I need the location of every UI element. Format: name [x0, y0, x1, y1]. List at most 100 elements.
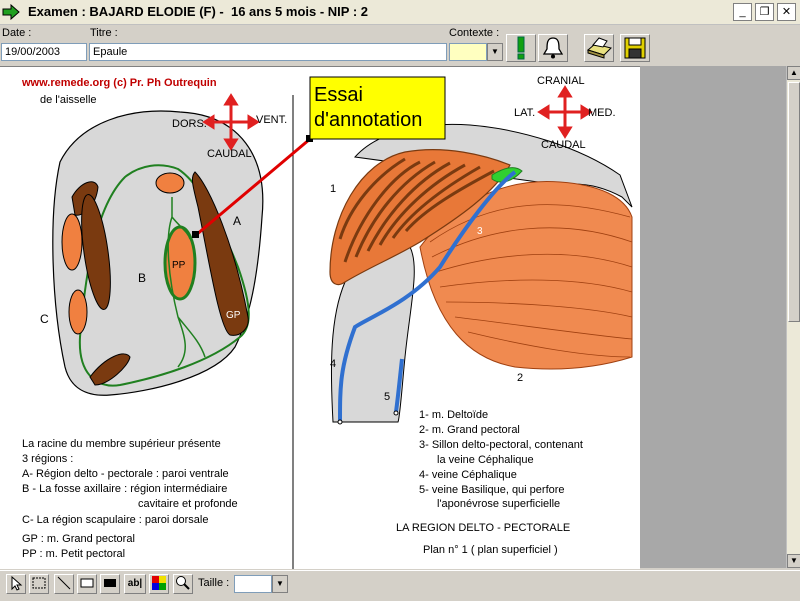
color-palette-icon: [152, 576, 166, 590]
save-button[interactable]: [620, 34, 650, 62]
right-compass-med: MED.: [588, 107, 616, 119]
legend: 1- m. Deltoïde 2- m. Grand pectoral 3- S…: [396, 409, 583, 556]
clavicle-section: [155, 172, 185, 194]
cephalic-vein-end: [337, 419, 343, 425]
minimize-button[interactable]: _: [733, 3, 752, 21]
right-compass-cranial: CRANIAL: [537, 75, 585, 87]
drawing-toolbar: ab| Taille : ▼: [0, 570, 800, 601]
size-dropdown-button[interactable]: ▼: [272, 575, 288, 593]
scapular-muscle-3: [81, 194, 111, 310]
number-3: 3: [477, 226, 483, 237]
axillary-vessels: [167, 197, 206, 368]
right-compass-caudal: CAUDAL: [541, 139, 586, 151]
bell-button[interactable]: [538, 34, 568, 62]
contexte-dropdown-button[interactable]: ▼: [487, 43, 503, 61]
annotation-canvas[interactable]: DORS. VENT. CAUDAL A B C PP GP www.remed…: [0, 66, 640, 569]
right-compass-lat: LAT.: [514, 107, 535, 119]
contexte-select[interactable]: [449, 43, 487, 61]
line-icon: [57, 576, 71, 590]
scroll-down-button[interactable]: ▼: [787, 554, 800, 568]
legend-line-1: 1- m. Deltoïde: [419, 409, 488, 421]
petit-pectoral-muscle: [163, 225, 197, 301]
scapular-muscle-2: [61, 213, 83, 271]
cursor-arrow-icon: [11, 575, 23, 591]
scroll-up-button[interactable]: ▲: [787, 66, 800, 80]
print-button[interactable]: [584, 34, 614, 62]
number-1: 1: [330, 183, 336, 195]
basilic-vein-end: [393, 410, 399, 416]
alert-button[interactable]: [506, 34, 536, 62]
number-4: 4: [330, 358, 336, 370]
restore-button[interactable]: ❐: [755, 3, 774, 21]
size-select[interactable]: [234, 575, 272, 593]
number-2: 2: [517, 372, 523, 384]
left-text-line-2: 3 régions :: [22, 453, 73, 465]
filled-rectangle-icon: [104, 579, 116, 587]
contexte-label: Contexte :: [449, 27, 500, 39]
text-tool-button[interactable]: ab|: [124, 574, 146, 594]
label-c: C: [40, 312, 49, 326]
legend-line-2: 2- m. Grand pectoral: [419, 424, 520, 436]
delto-pectoral-sulcus: [491, 167, 523, 183]
annotation-box[interactable]: Essai d'annotation: [309, 76, 446, 140]
rectangle-icon: [80, 578, 94, 588]
left-text-line-7: GP : m. Grand pectoral: [22, 533, 135, 545]
copyright-text: www.remede.org (c) Pr. Ph Outrequin: [21, 77, 217, 89]
window-title: Examen : BAJARD ELODIE (F) - 16 ans 5 mo…: [28, 4, 369, 19]
pointer-tool-button[interactable]: [6, 574, 26, 594]
left-text-line-6: C- La région scapulaire : paroi dorsale: [22, 514, 209, 526]
annotation-line-2: d'annotation: [314, 109, 422, 131]
label-b: B: [138, 271, 146, 285]
printer-icon: [586, 37, 612, 59]
anatomy-diagram: DORS. VENT. CAUDAL A B C PP GP www.remed…: [21, 75, 633, 569]
legend-line-3: 3- Sillon delto-pectoral, contenant: [419, 439, 583, 451]
app-arrow-icon: [2, 4, 20, 20]
size-label: Taille :: [198, 577, 230, 589]
filled-rectangle-tool-button[interactable]: [100, 574, 120, 594]
magnifier-icon: [176, 576, 190, 590]
left-compass-vent: VENT.: [256, 114, 287, 126]
selection-tool-button[interactable]: [29, 574, 49, 594]
basilic-vein: [394, 358, 404, 413]
left-text-line-4: B - La fosse axillaire : région interméd…: [22, 483, 227, 495]
scroll-thumb[interactable]: [788, 82, 800, 322]
left-text-line-1: La racine du membre supérieur présente: [22, 438, 221, 450]
line-tool-button[interactable]: [54, 574, 74, 594]
left-description: La racine du membre supérieur présente 3…: [22, 438, 238, 560]
annotation-line-1: Essai: [314, 84, 363, 106]
right-orientation-compass: [537, 85, 593, 139]
titre-field[interactable]: Epaule: [89, 43, 447, 61]
scapular-muscle-4: [68, 289, 88, 335]
titre-label: Titre :: [90, 27, 118, 39]
label-a: A: [233, 214, 241, 228]
deltoid-fibers: [338, 157, 495, 263]
canvas-background: [640, 66, 786, 568]
grand-pectoral-right: [419, 180, 633, 370]
cephalic-vein: [338, 170, 517, 423]
title-bar: Examen : BAJARD ELODIE (F) - 16 ans 5 mo…: [0, 0, 800, 25]
annotation-anchor-point[interactable]: [192, 231, 199, 238]
bell-icon: [542, 37, 564, 59]
region-title: LA REGION DELTO - PECTORALE: [396, 522, 570, 534]
legend-line-7: l'aponévrose superficielle: [437, 498, 560, 510]
axillary-fascia-outline: [78, 164, 250, 387]
number-5: 5: [384, 391, 390, 403]
vertical-scrollbar[interactable]: ▲ ▼: [786, 66, 800, 568]
annotation-pointer-line: [195, 137, 311, 237]
left-compass-dors: DORS.: [172, 118, 207, 130]
zoom-tool-button[interactable]: [173, 574, 193, 594]
dotted-rectangle-icon: [32, 577, 46, 589]
color-picker-button[interactable]: [149, 574, 169, 594]
left-compass-caudal: CAUDAL: [207, 148, 252, 160]
grand-pectoral-muscle: [191, 171, 249, 336]
label-gp: GP: [226, 310, 241, 321]
legend-line-5: 4- veine Céphalique: [419, 469, 517, 481]
exclamation-icon: [517, 36, 525, 60]
scapular-muscle-5: [89, 353, 131, 386]
cut-top-text: de l'aisselle: [40, 94, 97, 106]
left-text-line-8: PP : m. Petit pectoral: [22, 548, 125, 560]
rectangle-tool-button[interactable]: [77, 574, 97, 594]
close-button[interactable]: ✕: [777, 3, 796, 21]
date-field[interactable]: 19/00/2003: [1, 43, 87, 61]
left-text-line-3: A- Région delto - pectorale : paroi vent…: [22, 468, 229, 480]
